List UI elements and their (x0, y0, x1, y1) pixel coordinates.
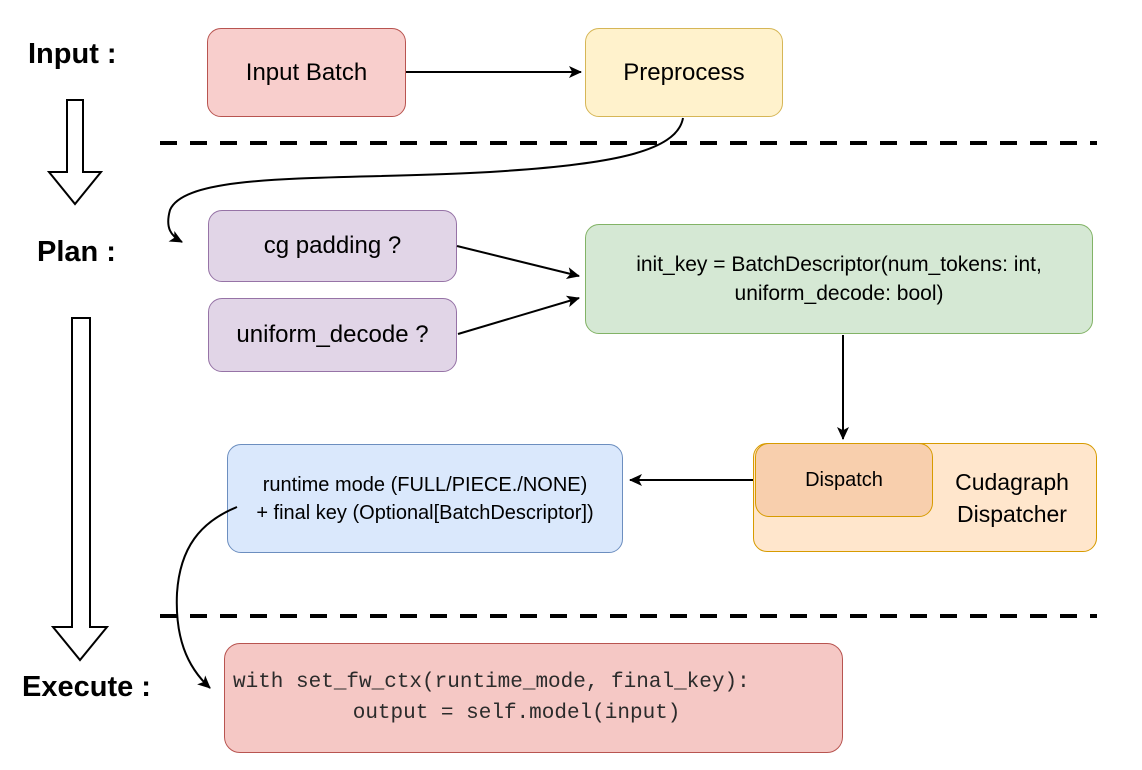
node-init-key: init_key = BatchDescriptor(num_tokens: i… (585, 224, 1093, 334)
node-init-key-line2: uniform_decode: bool) (734, 282, 944, 305)
node-cudagraph-line2: Dispatcher (957, 500, 1067, 527)
node-runtime-line2: + final key (Optional[BatchDescriptor]) (256, 501, 594, 524)
stage-arrow-plan-to-execute (50, 317, 110, 662)
node-runtime-line1: runtime mode (FULL/PIECE./NONE) (262, 473, 588, 496)
node-preprocess-label: Preprocess (623, 58, 745, 86)
node-uniform-decode-label: uniform_decode ? (236, 321, 429, 348)
node-runtime-result: runtime mode (FULL/PIECE./NONE) + final … (227, 444, 623, 553)
execute-code-line2: output = self.model(input) (302, 702, 681, 725)
node-input-batch: Input Batch (207, 28, 406, 117)
arrow-cg-padding-to-init-key (456, 245, 580, 279)
node-dispatch: Dispatch (755, 443, 933, 517)
stage-label-execute: Execute : (22, 671, 151, 703)
execute-code-block: with set_fw_ctx(runtime_mode, final_key)… (233, 667, 750, 729)
node-init-key-line1: init_key = BatchDescriptor(num_tokens: i… (636, 253, 1042, 276)
node-cg-padding-label: cg padding ? (263, 232, 402, 259)
node-execute-code: with set_fw_ctx(runtime_mode, final_key)… (224, 643, 843, 753)
arrow-uniform-decode-to-init-key (457, 295, 580, 335)
stage-label-input: Input : (28, 38, 117, 70)
node-preprocess: Preprocess (585, 28, 783, 117)
stage-arrow-input-to-plan (46, 99, 104, 206)
node-input-batch-label: Input Batch (245, 58, 368, 86)
node-cg-padding: cg padding ? (208, 210, 457, 282)
node-uniform-decode: uniform_decode ? (208, 298, 457, 372)
execute-code-line1: with set_fw_ctx(runtime_mode, final_key)… (233, 671, 750, 694)
stage-label-plan: Plan : (37, 236, 116, 268)
node-dispatch-label: Dispatch (805, 468, 883, 491)
node-cudagraph-line1: Cudagraph (955, 468, 1069, 495)
